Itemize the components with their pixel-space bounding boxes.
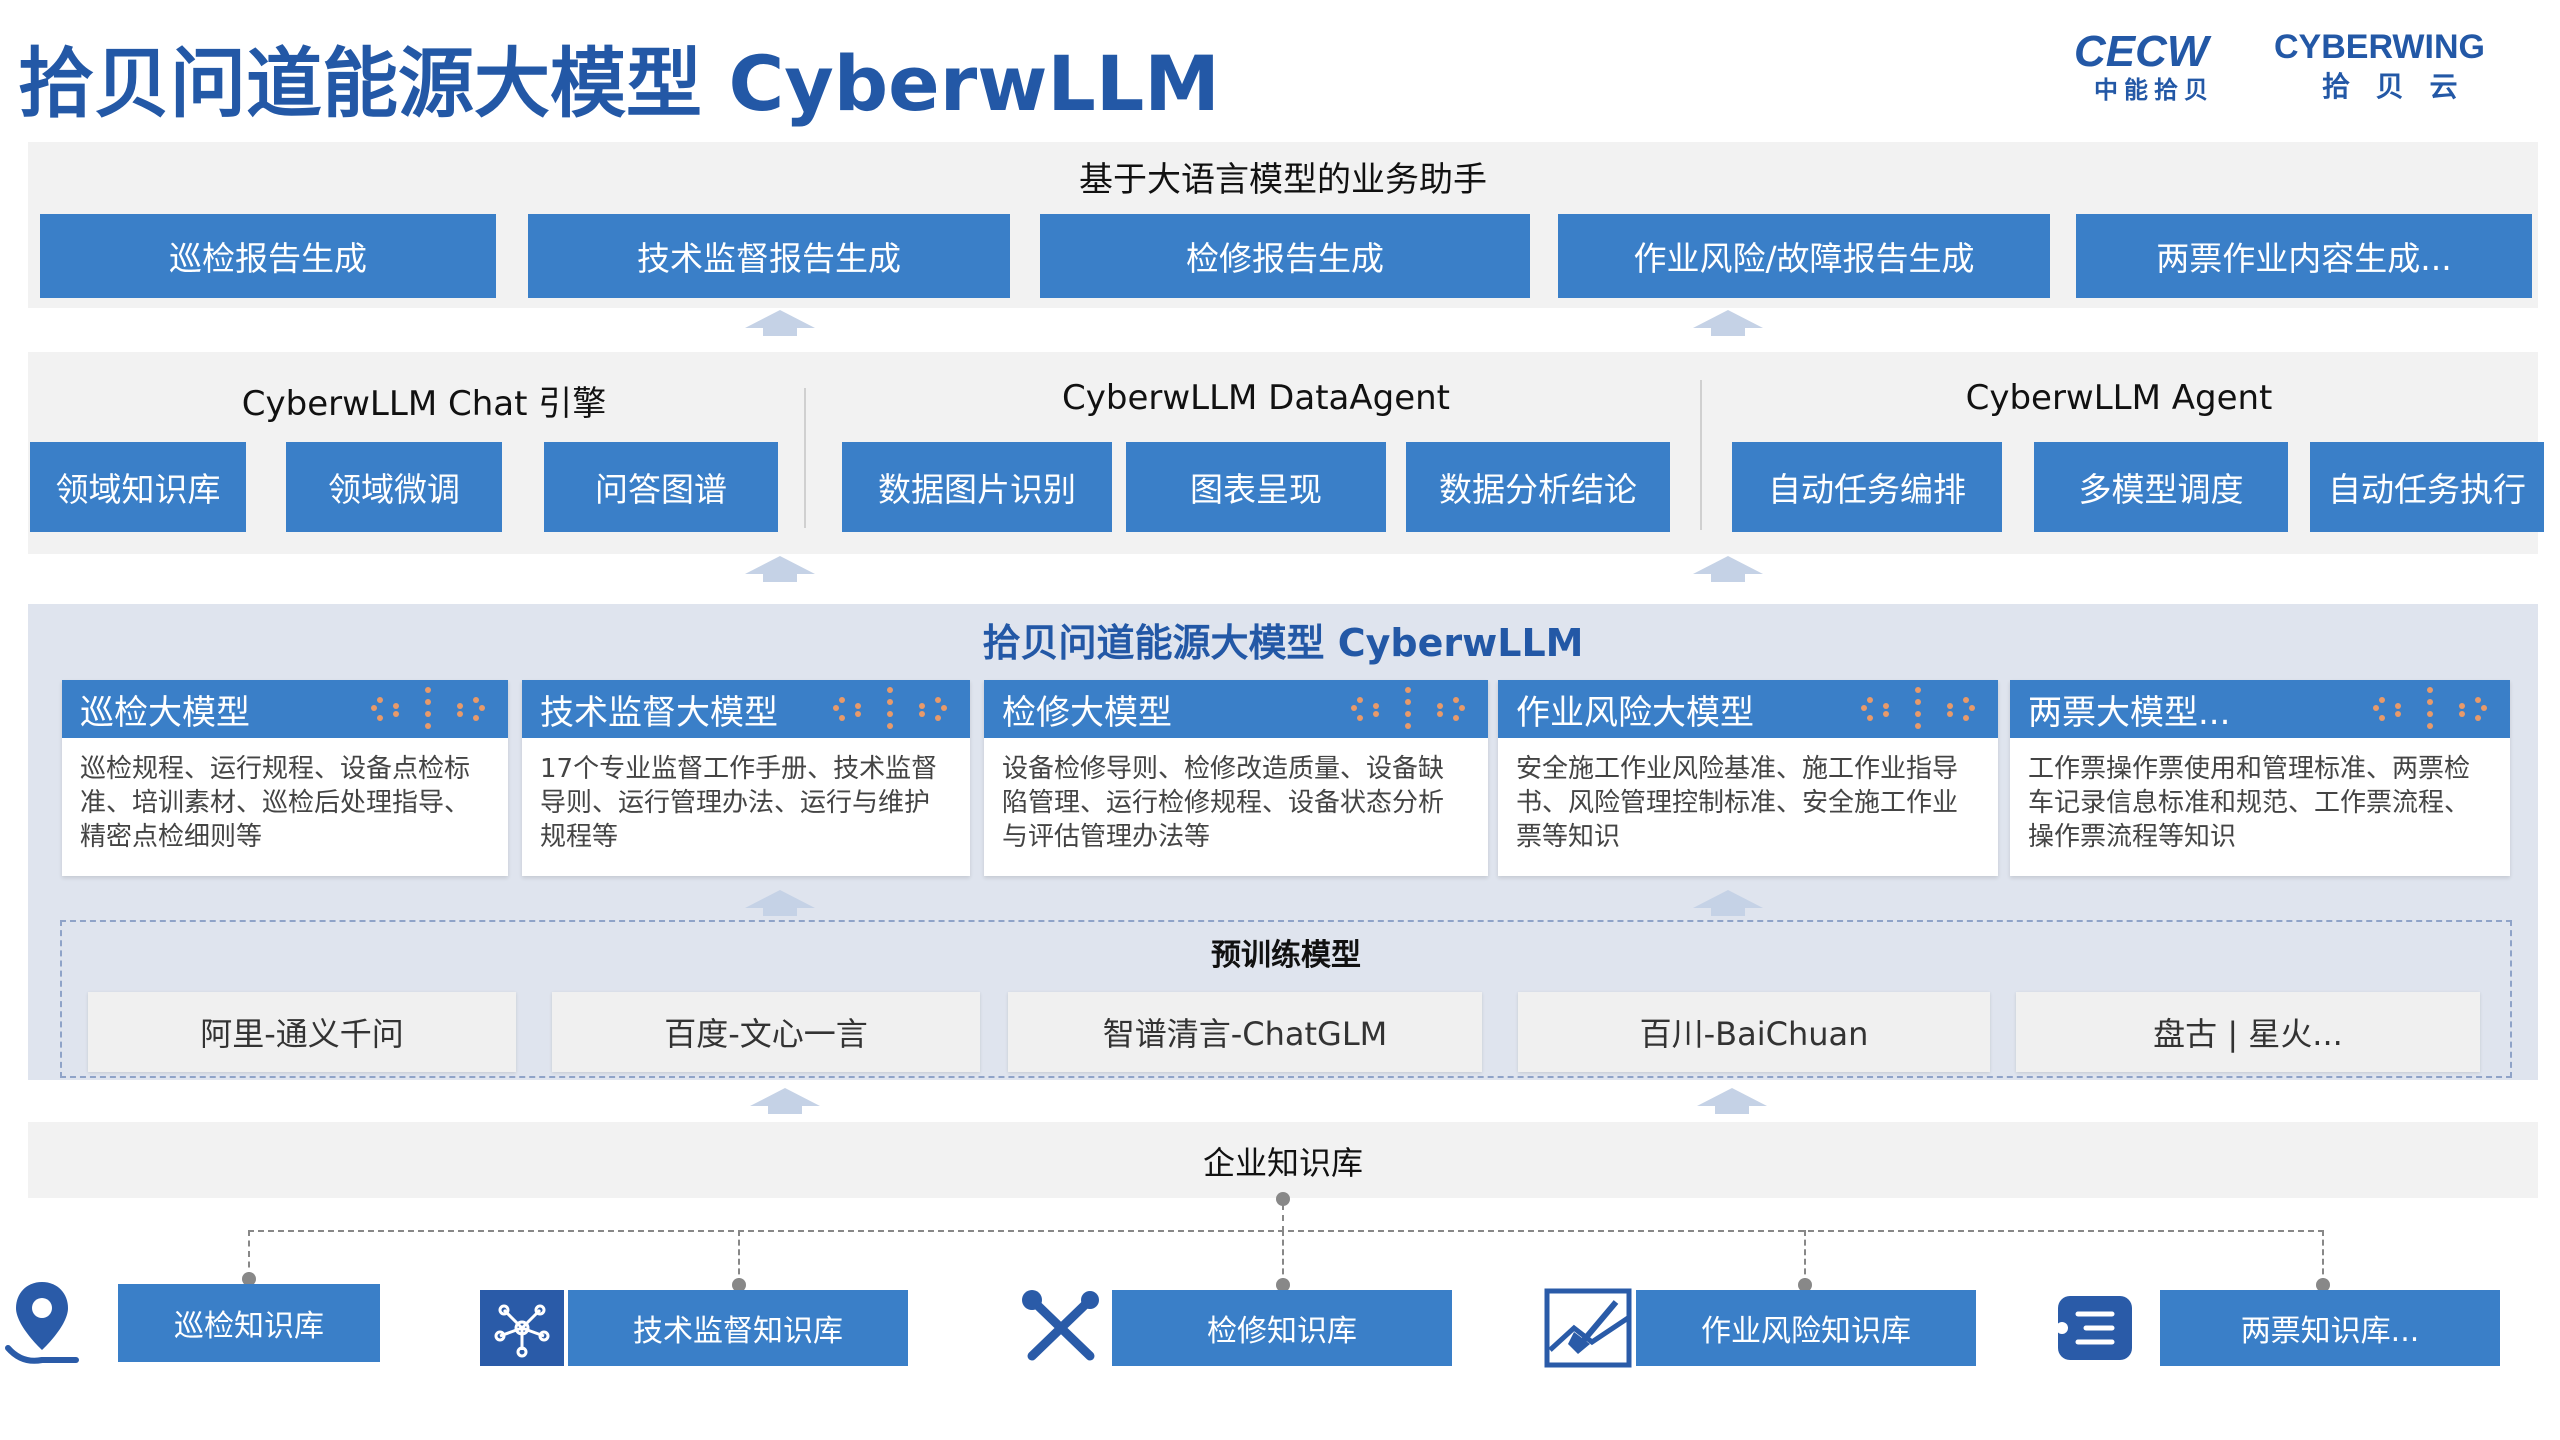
node-dots-icon: [2373, 687, 2487, 729]
up-arrow-icon: [1693, 890, 1763, 916]
model-card-maintenance[interactable]: 检修大模型 设备检修导则、检修改造质量、设备缺 陷管理、运行检修规程、设备状态分…: [984, 680, 1488, 876]
assistant-item-risk-report[interactable]: 作业风险/故障报告生成: [1558, 214, 2050, 298]
connector-line: [248, 1230, 2324, 1232]
model-card-inspection[interactable]: 巡检大模型 巡检规程、运行规程、设备点检标 准、培训素材、巡检后处理指导、 精密…: [62, 680, 508, 876]
model-card-title: 两票大模型...: [2028, 692, 2231, 733]
connector-line: [1804, 1230, 1806, 1284]
model-card-desc-line: 导则、运行管理办法、运行与维护: [540, 788, 931, 818]
engine-item-domain-kb[interactable]: 领域知识库: [30, 442, 246, 532]
model-panel-title: 拾贝问道能源大模型 CyberwLLM: [982, 621, 1584, 665]
connector-line: [1282, 1230, 1284, 1284]
location-pin-icon: [5, 1282, 79, 1364]
chat-engine-title: CyberwLLM Chat 引擎: [241, 384, 607, 424]
model-card-desc-line: 陷管理、运行检修规程、设备状态分析: [1002, 788, 1445, 818]
model-card-desc-line: 与评估管理办法等: [1002, 822, 1211, 852]
model-card-desc-line: 车记录信息标准和规范、工作票流程、: [2028, 788, 2471, 818]
pretrain-item-baichuan[interactable]: 百川-BaiChuan: [1518, 992, 1990, 1072]
node-dots-icon: [371, 687, 485, 729]
up-arrow-icon: [1697, 1088, 1767, 1114]
engine-divider: [804, 388, 806, 528]
model-card-desc-line: 精密点检细则等: [80, 822, 263, 852]
ticket-stack-icon: [2056, 1296, 2132, 1360]
connector-dot: [732, 1278, 746, 1292]
engine-item-task-execution[interactable]: 自动任务执行: [2310, 442, 2544, 532]
landscape-shovel-icon: [1544, 1288, 1632, 1368]
wrench-screwdriver-icon: [1022, 1290, 1099, 1361]
model-card-desc-line: 17个专业监督工作手册、技术监督: [540, 754, 938, 784]
pretrain-box: [60, 920, 2512, 1078]
engine-item-model-scheduling[interactable]: 多模型调度: [2034, 442, 2288, 532]
connector-dot: [1276, 1278, 1290, 1292]
up-arrow-icon: [745, 890, 815, 916]
model-card-desc-line: 巡检规程、运行规程、设备点检标: [80, 754, 471, 784]
engine-item-qa-graph[interactable]: 问答图谱: [544, 442, 778, 532]
agent-title: CyberwLLM Agent: [1965, 378, 2273, 418]
up-arrow-icon: [1693, 310, 1763, 336]
node-dots-icon: [833, 687, 947, 729]
model-card-desc-line: 书、风险管理控制标准、安全施工作业: [1516, 788, 1959, 818]
cecw-logo: CECW 中能拾贝: [2074, 27, 2214, 102]
node-dots-icon: [1861, 687, 1975, 729]
model-card-desc-line: 准、培训素材、巡检后处理指导、: [80, 788, 471, 818]
kb-item-maintenance[interactable]: 检修知识库: [1112, 1290, 1452, 1366]
model-card-title: 检修大模型: [1002, 692, 1172, 733]
model-card-supervision[interactable]: 技术监督大模型 17个专业监督工作手册、技术监督 导则、运行管理办法、运行与维护…: [522, 680, 970, 876]
pretrain-title: 预训练模型: [1211, 938, 1361, 973]
pretrain-item-qwen[interactable]: 阿里-通义千问: [88, 992, 516, 1072]
svg-text:中能拾贝: 中能拾贝: [2094, 76, 2214, 102]
connector-line: [1282, 1204, 1284, 1232]
kb-item-ticket[interactable]: 两票知识库...: [2160, 1290, 2500, 1366]
assistant-item-inspection-report[interactable]: 巡检报告生成: [40, 214, 496, 298]
engine-item-data-analysis[interactable]: 数据分析结论: [1406, 442, 1670, 532]
model-card-desc-line: 票等知识: [1516, 822, 1621, 852]
kb-item-supervision[interactable]: 技术监督知识库: [568, 1290, 908, 1366]
connector-dot: [1798, 1278, 1812, 1292]
model-card-risk[interactable]: 作业风险大模型 安全施工作业风险基准、施工作业指导 书、风险管理控制标准、安全施…: [1498, 680, 1998, 876]
assistant-item-ticket-content[interactable]: 两票作业内容生成...: [2076, 214, 2532, 298]
assistant-item-supervision-report[interactable]: 技术监督报告生成: [528, 214, 1010, 298]
up-arrow-icon: [745, 310, 815, 336]
svg-text:拾 贝 云: 拾 贝 云: [2322, 70, 2466, 102]
assistant-title: 基于大语言模型的业务助手: [1079, 160, 1487, 200]
connector-dot: [2316, 1278, 2330, 1292]
engine-divider: [1700, 380, 1702, 530]
up-arrow-icon: [750, 1088, 820, 1114]
model-card-desc-line: 工作票操作票使用和管理标准、两票检: [2028, 754, 2471, 784]
node-dots-icon: [1351, 687, 1465, 729]
model-card-title: 巡检大模型: [80, 692, 250, 733]
up-arrow-icon: [1693, 556, 1763, 582]
kb-item-inspection[interactable]: 巡检知识库: [118, 1284, 380, 1362]
pretrain-item-pangu[interactable]: 盘古 | 星火...: [2016, 992, 2480, 1072]
connector-line: [738, 1230, 740, 1284]
svg-text:CECW: CECW: [2074, 27, 2212, 76]
page-title: 拾贝问道能源大模型 CyberwLLM: [18, 39, 1220, 128]
engine-item-task-orchestration[interactable]: 自动任务编排: [1732, 442, 2002, 532]
model-card-title: 技术监督大模型: [540, 692, 778, 733]
dataagent-title: CyberwLLM DataAgent: [1062, 378, 1450, 418]
knowledge-title: 企业知识库: [1202, 1144, 1363, 1182]
kb-item-risk[interactable]: 作业风险知识库: [1636, 1290, 1976, 1366]
svg-text:CYBERWING: CYBERWING: [2274, 28, 2485, 66]
connector-dot: [242, 1272, 256, 1286]
up-arrow-icon: [745, 556, 815, 582]
connector-line: [248, 1230, 250, 1278]
pretrain-item-chatglm[interactable]: 智谱清言-ChatGLM: [1008, 992, 1482, 1072]
assistant-item-maintenance-report[interactable]: 检修报告生成: [1040, 214, 1530, 298]
connector-line: [2322, 1230, 2324, 1284]
model-card-desc-line: 操作票流程等知识: [2028, 822, 2237, 852]
knowledge-band: [28, 1122, 2538, 1198]
model-card-desc-line: 安全施工作业风险基准、施工作业指导: [1516, 754, 1959, 784]
model-card-title: 作业风险大模型: [1516, 692, 1754, 733]
pretrain-item-ernie[interactable]: 百度-文心一言: [552, 992, 980, 1072]
engine-item-chart-display[interactable]: 图表呈现: [1126, 442, 1386, 532]
model-card-ticket[interactable]: 两票大模型... 工作票操作票使用和管理标准、两票检 车记录信息标准和规范、工作…: [2010, 680, 2510, 876]
model-card-desc-line: 规程等: [540, 822, 619, 852]
engine-item-image-recognition[interactable]: 数据图片识别: [842, 442, 1112, 532]
model-card-desc-line: 设备检修导则、检修改造质量、设备缺: [1002, 754, 1445, 784]
network-nodes-icon: [480, 1290, 564, 1366]
connector-dot: [1276, 1192, 1290, 1206]
engine-item-domain-finetune[interactable]: 领域微调: [286, 442, 502, 532]
cyberwing-logo: CYBERWING 拾 贝 云: [2274, 28, 2485, 102]
